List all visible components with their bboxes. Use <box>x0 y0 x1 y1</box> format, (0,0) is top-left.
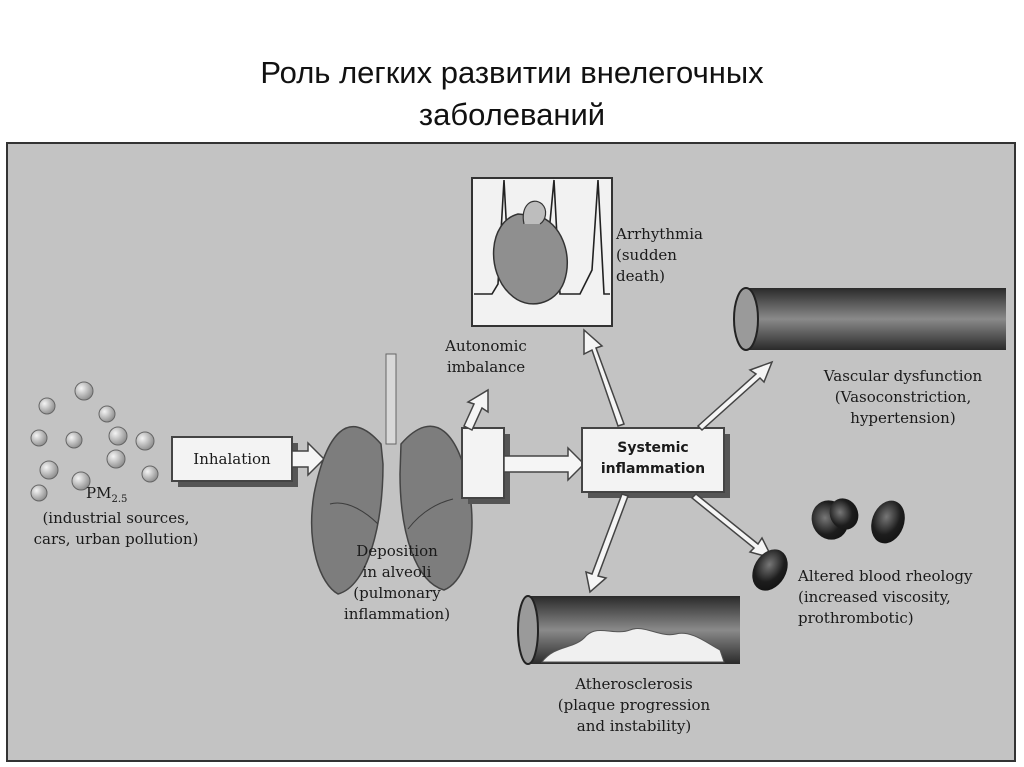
vascular-line-3: hypertension) <box>850 409 956 427</box>
pm-sub: 2.5 <box>111 494 128 505</box>
deposition-line-3: (pulmonary <box>353 584 441 602</box>
autonomic-line-1: Autonomic <box>445 337 527 355</box>
autonomic-label: Autonomic imbalance <box>426 336 546 378</box>
pm-label: PM2.5 <box>86 483 127 510</box>
systemic-label: Systemic inflammation <box>582 438 724 480</box>
pm-main: PM <box>86 484 112 502</box>
deposition-line-1: Deposition <box>356 542 438 560</box>
inhalation-box <box>171 436 298 487</box>
systemic-line-1: Systemic <box>617 440 689 456</box>
arrhythmia-line-2: (sudden <box>616 246 677 264</box>
autonomic-line-2: imbalance <box>446 358 526 376</box>
red-blood-cells <box>752 498 905 591</box>
pm-source-line-1: (industrial sources, <box>42 509 190 527</box>
heart-ecg-panel <box>471 177 613 327</box>
blood-line-2: (increased viscosity, <box>798 588 951 606</box>
athero-label: Atherosclerosis (plaque progression and … <box>534 674 734 737</box>
deposition-line-2: in alveoli <box>362 563 432 581</box>
radial-arrows <box>583 328 774 594</box>
systemic-line-2: inflammation <box>600 461 706 477</box>
slide-title-line-1: Роль легких развитии внелегочных <box>260 55 764 90</box>
slide-title: Роль легких развитии внелегочных заболев… <box>0 52 1024 136</box>
vessel-tube <box>733 287 1006 351</box>
particle-cluster <box>30 381 159 502</box>
pm-sources-label: (industrial sources, cars, urban polluti… <box>16 508 216 550</box>
arrhythmia-line-1: Arrhythmia <box>616 225 703 243</box>
athero-tube <box>517 595 740 665</box>
lungs-outlet-box <box>461 427 510 504</box>
blood-label: Altered blood rheology (increased viscos… <box>798 566 972 629</box>
vascular-line-2: (Vasoconstriction, <box>834 388 972 406</box>
blood-line-1: Altered blood rheology <box>798 567 973 585</box>
slide-title-line-2: заболеваний <box>418 97 606 132</box>
arrhythmia-label: Arrhythmia (sudden death) <box>616 224 703 287</box>
lungs-illustration <box>310 353 473 595</box>
athero-line-2: (plaque progression <box>557 696 711 714</box>
deposition-line-4: inflammation) <box>343 605 451 623</box>
systemic-box <box>581 427 730 498</box>
deposition-label: Deposition in alveoli (pulmonary inflamm… <box>322 541 472 625</box>
diagram-panel: PM2.5 (industrial sources, cars, urban p… <box>6 142 1016 762</box>
arrhythmia-line-3: death) <box>616 267 665 285</box>
athero-line-3: and instability) <box>576 717 692 735</box>
vascular-line-1: Vascular dysfunction <box>823 367 983 385</box>
blood-line-3: prothrombotic) <box>798 609 914 627</box>
pm-source-line-2: cars, urban pollution) <box>33 530 199 548</box>
inhalation-label: Inhalation <box>193 450 271 468</box>
vascular-label: Vascular dysfunction (Vasoconstriction, … <box>808 366 998 429</box>
athero-line-1: Atherosclerosis <box>575 675 693 693</box>
diagram-illustration <box>30 177 1006 665</box>
